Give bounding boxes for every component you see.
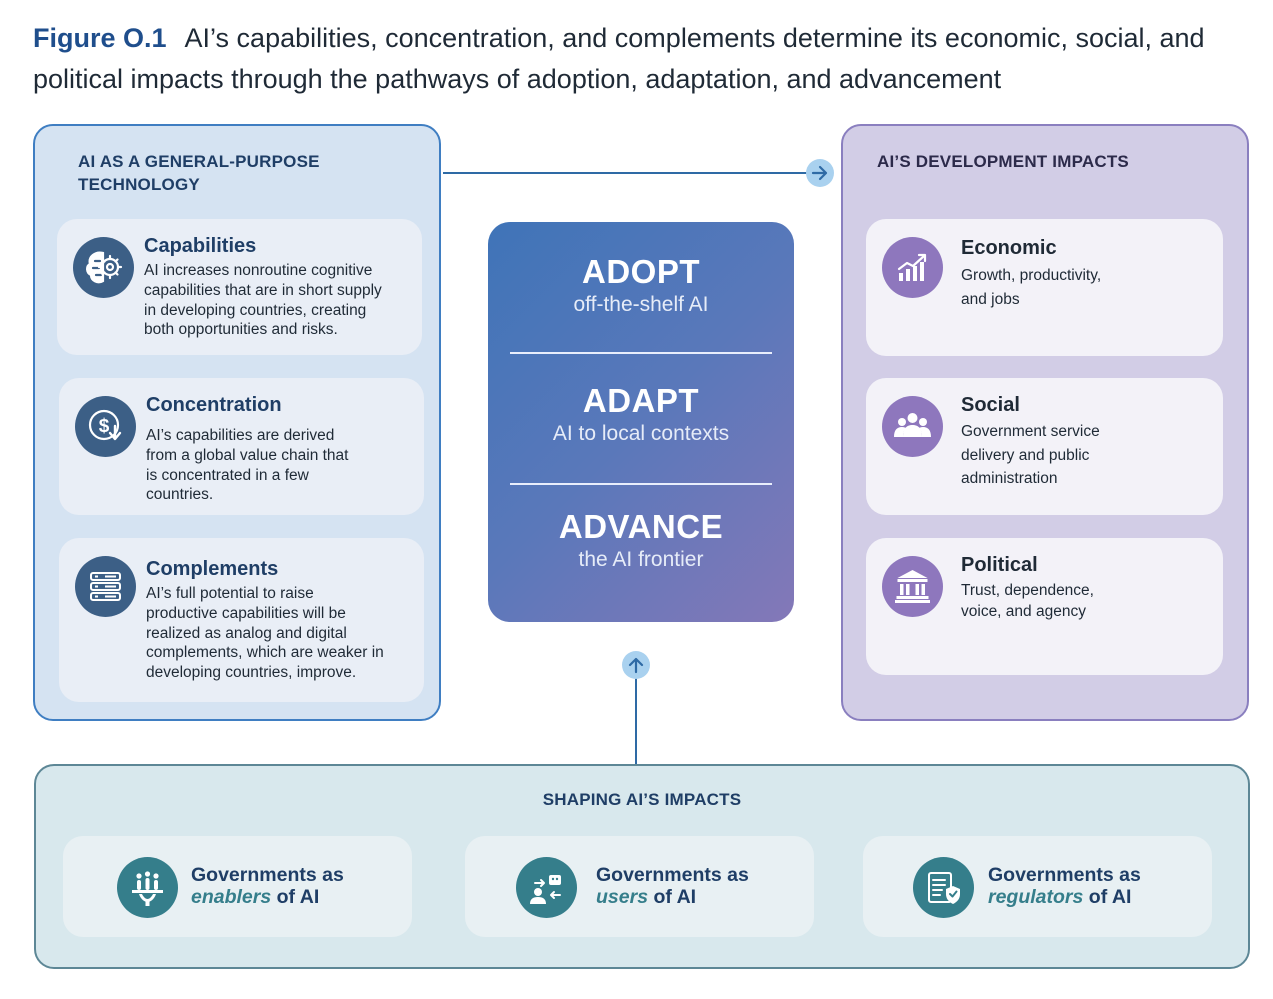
gov-regulators-line2: regulators of AI (988, 886, 1141, 908)
text-line: AI increases nonroutine cognitive (144, 262, 373, 279)
dollar-down-icon: $ (75, 396, 136, 457)
gov-regulators-card: Governments as regulators of AI (863, 836, 1212, 937)
gov-users-line2: users of AI (596, 886, 749, 908)
text-line: voice, and agency (961, 602, 1086, 620)
document-shield-icon (913, 857, 974, 918)
stage-adapt: ADAPT AI to local contexts (488, 382, 794, 448)
text-line: complements, which are weaker in (146, 644, 384, 662)
gov-regulators-label: Governments as regulators of AI (988, 864, 1141, 908)
gov-users-label: Governments as users of AI (596, 864, 749, 908)
text-line: Government service (961, 423, 1100, 440)
stage-adopt-title: ADOPT (582, 253, 700, 290)
gov-users-suffix: of AI (648, 886, 697, 908)
text-line: delivery and public (961, 446, 1090, 464)
text-line: administration (961, 470, 1058, 487)
figure-caption: AI’s capabilities, concentration, and co… (33, 23, 1205, 94)
complements-card: Complements AI’s full potential to raise… (59, 538, 424, 702)
concentration-card: $ Concentration AI’s capabilities are de… (59, 378, 424, 515)
gov-enablers-suffix: of AI (271, 886, 320, 908)
arrow-up-icon (622, 651, 650, 679)
complements-title: Complements (146, 558, 279, 580)
economic-card: Economic Growth, productivity, and jobs (866, 219, 1223, 356)
gov-regulators-role: regulators (988, 886, 1084, 908)
capabilities-card: Capabilities AI increases nonroutine cog… (57, 219, 422, 355)
social-title: Social (961, 394, 1020, 416)
text-line: AI’s full potential to raise (146, 585, 314, 602)
text-line: is concentrated in a few (146, 466, 309, 484)
left-panel-heading: AI AS A GENERAL-PURPOSE TECHNOLOGY (78, 150, 320, 196)
gov-enablers-line2: enablers of AI (191, 886, 344, 908)
gov-regulators-line1: Governments as (988, 864, 1141, 886)
stage-adopt-subtitle: off-the-shelf AI (573, 293, 709, 316)
connector-line-vertical (635, 677, 637, 764)
text-line: realized as analog and digital (146, 624, 347, 642)
stage-advance-title: ADVANCE (558, 508, 724, 545)
text-line: developing countries, improve. (146, 664, 357, 682)
svg-text:$: $ (99, 416, 110, 437)
hands-raised-icon (117, 857, 178, 918)
stage-divider (510, 483, 772, 485)
economic-title: Economic (961, 237, 1057, 259)
government-building-icon (882, 556, 943, 617)
general-purpose-technology-panel: AI AS A GENERAL-PURPOSE TECHNOLOGY Capab… (33, 124, 441, 721)
text-line: AI’s capabilities are derived (146, 427, 335, 444)
complements-description: AI’s full potential to raise productive … (146, 584, 384, 683)
stage-advance: ADVANCE the AI frontier (488, 508, 794, 574)
text-line: from a global value chain that (146, 446, 349, 464)
capabilities-description: AI increases nonroutine cognitive capabi… (144, 261, 382, 340)
stage-adapt-title: ADAPT (582, 382, 700, 419)
concentration-description: AI’s capabilities are derived from a glo… (146, 426, 348, 505)
shaping-impacts-panel: SHAPING AI’S IMPACTS Governments as enab… (34, 764, 1250, 969)
development-impacts-panel: AI’S DEVELOPMENT IMPACTS Economic Growth… (841, 124, 1249, 721)
user-exchange-icon (516, 857, 577, 918)
stage-adapt-subtitle: AI to local contexts (552, 422, 730, 445)
gov-enablers-role: enablers (191, 886, 272, 908)
text-line: Trust, dependence, (961, 582, 1094, 599)
brain-gear-icon (73, 237, 134, 298)
political-card: Political Trust, dependence, voice, and … (866, 538, 1223, 675)
text-line: Growth, productivity, (961, 267, 1102, 284)
text-line: capabilities that are in short supply (144, 281, 382, 299)
political-title: Political (961, 554, 1038, 576)
growth-chart-icon (882, 237, 943, 298)
left-panel-heading-line1: AI AS A GENERAL-PURPOSE (78, 152, 320, 171)
stage-advance-subtitle: the AI frontier (578, 548, 704, 571)
gov-regulators-suffix: of AI (1083, 886, 1132, 908)
gov-users-role: users (596, 886, 649, 908)
text-line: productive capabilities will be (146, 604, 346, 622)
left-panel-heading-line2: TECHNOLOGY (78, 175, 200, 194)
stage-divider (510, 352, 772, 354)
server-icon (75, 556, 136, 617)
text-line: countries. (146, 486, 214, 504)
stage-adopt: ADOPT off-the-shelf AI (488, 253, 794, 319)
social-description: Government service delivery and public a… (961, 420, 1100, 491)
connector-line-horizontal (443, 172, 818, 174)
adoption-pathways-block: ADOPT off-the-shelf AI ADAPT AI to local… (488, 222, 794, 622)
concentration-title: Concentration (146, 394, 282, 416)
capabilities-title: Capabilities (144, 235, 257, 257)
text-line: both opportunities and risks. (144, 321, 338, 339)
gov-enablers-label: Governments as enablers of AI (191, 864, 344, 908)
gov-users-card: Governments as users of AI (465, 836, 814, 937)
right-panel-heading: AI’S DEVELOPMENT IMPACTS (877, 152, 1129, 171)
gov-users-line1: Governments as (596, 864, 749, 886)
economic-description: Growth, productivity, and jobs (961, 264, 1101, 311)
figure-number: Figure O.1 (33, 23, 167, 53)
social-card: Social Government service delivery and p… (866, 378, 1223, 515)
text-line: in developing countries, creating (144, 301, 367, 319)
arrow-right-icon (806, 159, 834, 187)
bottom-panel-heading: SHAPING AI’S IMPACTS (542, 790, 742, 809)
gov-enablers-line1: Governments as (191, 864, 344, 886)
political-description: Trust, dependence, voice, and agency (961, 581, 1094, 622)
text-line: and jobs (961, 290, 1020, 308)
gov-enablers-card: Governments as enablers of AI (63, 836, 412, 937)
people-group-icon (882, 396, 943, 457)
